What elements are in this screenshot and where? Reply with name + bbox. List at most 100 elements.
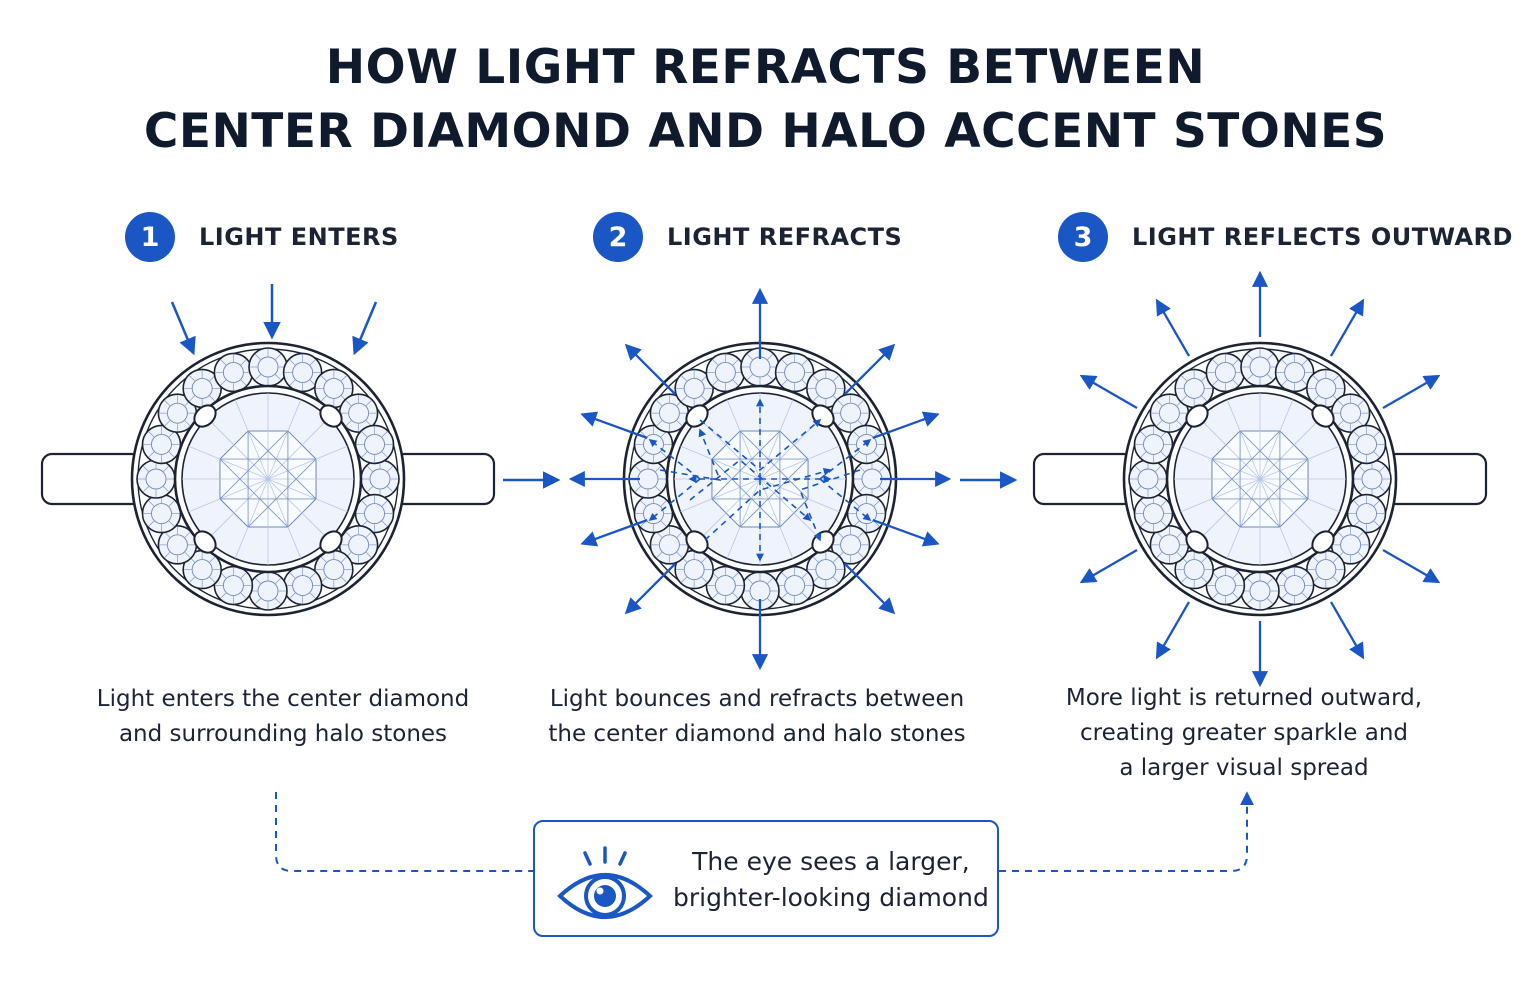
- halo-stone: [830, 525, 871, 565]
- prong: [319, 404, 343, 428]
- light-ray-arrow: [1079, 549, 1138, 584]
- center-diamond: [181, 392, 355, 566]
- step-2-badge: 2: [593, 212, 643, 262]
- halo-stone: [1274, 565, 1315, 606]
- step-2-caption-line-1: Light bounces and refracts between: [549, 686, 965, 712]
- halo-stone: [1240, 347, 1280, 387]
- halo-stone: [141, 493, 182, 534]
- light-ray-arrow: [624, 343, 676, 395]
- prong: [1311, 404, 1335, 428]
- halo-stone: [1149, 525, 1190, 565]
- step-2-caption: Light bounces and refracts between the c…: [542, 682, 972, 752]
- halo-stone: [1205, 352, 1246, 393]
- ring-band-right: [1384, 452, 1488, 506]
- halo-stone: [354, 424, 395, 465]
- prong: [1185, 404, 1209, 428]
- halo-stone: [338, 525, 379, 565]
- step-3-header: 3 LIGHT REFLECTS OUTWARD: [1058, 212, 1513, 262]
- summary-line-2: brighter-looking diamond: [673, 883, 989, 912]
- title-line-1: HOW LIGHT REFRACTS BETWEEN: [325, 40, 1206, 95]
- halo-stone: [213, 565, 254, 606]
- halo-stone: [248, 347, 288, 387]
- halo-stone: [248, 571, 288, 611]
- refracted-light-arrows: [568, 287, 952, 671]
- halo-stone: [282, 565, 323, 606]
- light-ray-arrow: [1330, 601, 1365, 660]
- halo-stone: [360, 459, 400, 499]
- halo-stone: [806, 549, 846, 590]
- step-3-caption-line-2: creating greater sparkle and: [1079, 720, 1409, 746]
- halo-stone: [282, 352, 323, 393]
- summary-line-1: The eye sees a larger,: [692, 847, 970, 876]
- connector-right: [999, 791, 1254, 872]
- step-2-label: LIGHT REFRACTS: [667, 223, 903, 251]
- refraction-path: [659, 428, 722, 482]
- step-1-caption-line-2: and surrounding halo stones: [118, 721, 448, 747]
- light-ray-arrow: [624, 563, 676, 615]
- halo-stone: [213, 352, 254, 393]
- page-title: HOW LIGHT REFRACTS BETWEEN CENTER DIAMON…: [0, 36, 1531, 164]
- halo-stone: [1174, 549, 1214, 590]
- light-ray-arrow: [1079, 374, 1138, 409]
- light-ray-arrow: [844, 343, 896, 395]
- prong: [685, 530, 709, 554]
- ring-band-right: [392, 452, 496, 506]
- step-3-caption-line-3: a larger visual spread: [1119, 755, 1369, 781]
- ring-illustration-1: [40, 341, 496, 617]
- halo-stone: [705, 352, 746, 393]
- light-ray-arrow: [844, 563, 896, 615]
- eye-icon: [557, 846, 653, 919]
- prong: [1311, 530, 1335, 554]
- step-3-caption-line-1: More light is returned outward,: [1065, 685, 1423, 711]
- light-ray-arrow: [872, 518, 940, 547]
- step-2-caption-line-2: the center diamond and halo stones: [548, 721, 966, 747]
- halo-stone: [774, 565, 815, 606]
- light-ray-arrow: [1382, 549, 1441, 584]
- reflected-light-arrows: [1079, 270, 1441, 688]
- halo-stone: [1306, 549, 1346, 590]
- halo-stone: [830, 393, 871, 433]
- light-ray-arrow: [580, 518, 648, 547]
- step-2-header: 2 LIGHT REFRACTS: [593, 212, 902, 262]
- halo-stone: [1133, 493, 1174, 534]
- summary-text: The eye sees a larger, brighter-looking …: [673, 844, 989, 916]
- halo-stone: [1352, 459, 1392, 499]
- halo-stone: [846, 424, 887, 465]
- halo-stone: [1346, 493, 1387, 534]
- step-1-header: 1 LIGHT ENTERS: [125, 212, 399, 262]
- halo-stone: [1128, 459, 1168, 499]
- title-line-2: CENTER DIAMOND AND HALO ACCENT STONES: [143, 104, 1388, 159]
- step-3-label: LIGHT REFLECTS OUTWARD: [1132, 223, 1513, 251]
- step-1-badge: 1: [125, 212, 175, 262]
- step-1-label: LIGHT ENTERS: [199, 223, 399, 251]
- center-diamond: [1173, 392, 1347, 566]
- halo-stone: [1174, 368, 1214, 409]
- ring-illustration-3: [1032, 341, 1488, 617]
- prong: [193, 530, 217, 554]
- light-ray-arrow: [1330, 298, 1365, 357]
- light-ray-arrow: [1155, 298, 1190, 357]
- prong: [193, 404, 217, 428]
- internal-refraction-paths: [648, 398, 872, 562]
- halo-stone: [649, 525, 690, 565]
- halo-stone: [633, 493, 674, 534]
- light-ray-arrow: [1155, 601, 1190, 660]
- refraction-path: [704, 467, 832, 541]
- halo-stone: [141, 424, 182, 465]
- light-ray-arrow: [580, 411, 648, 440]
- step-3-badge: 3: [1058, 212, 1108, 262]
- step-1-caption-line-1: Light enters the center diamond: [96, 686, 470, 712]
- light-ray-arrow: [1382, 374, 1441, 409]
- step-1-caption: Light enters the center diamond and surr…: [83, 682, 483, 752]
- ring-band-left: [40, 452, 144, 506]
- light-ray-arrow: [872, 411, 940, 440]
- summary-box: The eye sees a larger, brighter-looking …: [533, 820, 999, 937]
- connector-left: [275, 792, 533, 872]
- refraction-path: [689, 458, 812, 522]
- halo-stone: [1240, 571, 1280, 611]
- halo-stone: [136, 459, 176, 499]
- ring-band-left: [1032, 452, 1136, 506]
- prong: [319, 530, 343, 554]
- incoming-light-arrows: [170, 284, 378, 356]
